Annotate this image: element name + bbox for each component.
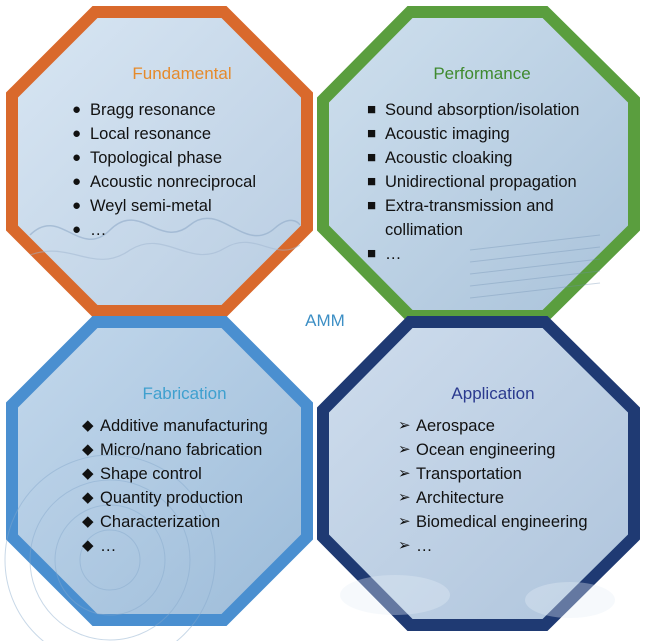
bullet-dot-icon: ● xyxy=(72,101,82,118)
list-item: ●… xyxy=(72,218,302,242)
list-item: ◆ Micro/nano fabrication xyxy=(82,438,307,462)
bullet-diamond-icon: ◆ xyxy=(82,513,94,530)
list-item: ◆ Additive manufacturing xyxy=(82,414,307,438)
fundamental-octagon xyxy=(6,6,313,317)
fundamental-list: ● Bragg resonance ● Local resonance ● Topol… xyxy=(72,98,302,242)
list-item: ● Bragg resonance xyxy=(72,98,302,122)
bullet-arrow-icon: ➢ xyxy=(398,417,411,434)
item-label: Unidirectional propagation xyxy=(385,173,577,191)
list-item: ■ Extra-transmission and xyxy=(367,194,617,218)
item-label: collimation xyxy=(385,221,463,239)
bullet-arrow-icon: ➢ xyxy=(398,537,411,554)
fabrication-spiral-decoration xyxy=(4,454,216,641)
performance-content: Performance ■ Sound absorption/isolation … xyxy=(367,64,617,266)
list-item: ◆ Quantity production xyxy=(82,486,307,510)
list-item: ◆… xyxy=(82,534,307,558)
list-item: ● Local resonance xyxy=(72,122,302,146)
bullet-square-icon: ■ xyxy=(367,173,377,190)
list-item: ■ Sound absorption/isolation xyxy=(367,98,617,122)
item-label: Topological phase xyxy=(90,149,223,167)
list-item: ■ Unidirectional propagation xyxy=(367,170,617,194)
fundamental-title: Fundamental xyxy=(132,64,232,83)
item-label: … xyxy=(100,537,117,555)
item-label: … xyxy=(90,221,107,239)
list-item: ➢ Architecture xyxy=(398,486,628,510)
list-item: ◆ Characterization xyxy=(82,510,307,534)
item-label: Characterization xyxy=(100,513,221,531)
bullet-square-icon: ■ xyxy=(367,245,377,262)
list-item: ● Acoustic nonreciprocal xyxy=(72,170,302,194)
item-label: Aerospace xyxy=(416,417,495,435)
bullet-dot-icon: ● xyxy=(72,149,82,166)
bullet-arrow-icon: ➢ xyxy=(398,441,411,458)
bullet-dot-icon: ● xyxy=(72,125,82,142)
item-label: Extra-transmission and xyxy=(385,197,554,215)
item-label: … xyxy=(385,245,402,263)
item-label: Weyl semi-metal xyxy=(90,197,212,215)
list-item-continuation: collimation xyxy=(367,218,617,242)
bullet-arrow-icon: ➢ xyxy=(398,489,411,506)
fabrication-content: Fabrication ◆ Additive manufacturing ◆ Mic… xyxy=(82,384,307,558)
application-title: Application xyxy=(451,384,535,403)
item-label: Ocean engineering xyxy=(416,441,556,459)
bullet-diamond-icon: ◆ xyxy=(82,441,94,458)
list-item: ➢… xyxy=(398,534,628,558)
list-item: ◆ Shape control xyxy=(82,462,307,486)
list-item: ➢ Ocean engineering xyxy=(398,438,628,462)
fundamental-wave-decoration xyxy=(29,217,301,240)
fabrication-list: ◆ Additive manufacturing ◆ Micro/nano fabr… xyxy=(82,414,307,558)
bullet-arrow-icon: ➢ xyxy=(398,465,411,482)
fabrication-panel xyxy=(4,316,313,641)
performance-list: ■ Sound absorption/isolation ■ Acoustic im… xyxy=(367,98,617,266)
bullet-arrow-icon: ➢ xyxy=(398,513,411,530)
bullet-diamond-icon: ◆ xyxy=(82,489,94,506)
application-decoration xyxy=(340,575,615,618)
bullet-square-icon: ■ xyxy=(367,125,377,142)
list-item: ■ Acoustic cloaking xyxy=(367,146,617,170)
performance-layers-decoration xyxy=(469,234,601,299)
list-item: ➢ Aerospace xyxy=(398,414,628,438)
fabrication-title: Fabrication xyxy=(142,384,227,403)
item-label: Sound absorption/isolation xyxy=(385,101,580,119)
bullet-dot-icon: ● xyxy=(72,173,82,190)
list-item: ➢ Transportation xyxy=(398,462,628,486)
bullet-dot-icon: ● xyxy=(72,221,82,238)
bullet-diamond-icon: ◆ xyxy=(82,417,94,434)
performance-title: Performance xyxy=(433,64,531,83)
list-item: ■ Acoustic imaging xyxy=(367,122,617,146)
bullet-diamond-icon: ◆ xyxy=(82,465,94,482)
item-label: Micro/nano fabrication xyxy=(100,441,263,459)
application-octagon xyxy=(317,316,640,631)
fundamental-content: Fundamental ● Bragg resonance ● Local reso… xyxy=(72,64,302,242)
list-item: ● Topological phase xyxy=(72,146,302,170)
item-label: Architecture xyxy=(416,489,505,507)
item-label: Biomedical engineering xyxy=(416,513,588,531)
fabrication-octagon xyxy=(6,316,313,626)
bullet-dot-icon: ● xyxy=(72,197,82,214)
fundamental-wave-decoration-2 xyxy=(29,241,301,260)
item-label: Additive manufacturing xyxy=(100,417,268,435)
bullet-square-icon: ■ xyxy=(367,149,377,166)
bullet-diamond-icon: ◆ xyxy=(82,537,94,554)
item-label: … xyxy=(416,537,433,555)
item-label: Transportation xyxy=(416,465,522,483)
item-label: Acoustic imaging xyxy=(385,125,510,143)
item-label: Acoustic nonreciprocal xyxy=(90,173,256,191)
list-item: ➢ Biomedical engineering xyxy=(398,510,628,534)
bullet-square-icon: ■ xyxy=(367,197,377,214)
item-label: Acoustic cloaking xyxy=(385,149,513,167)
fundamental-panel xyxy=(6,6,313,317)
center-label-amm: AMM xyxy=(305,311,345,330)
application-content: Application ➢ Aerospace ➢ Ocean engineerin… xyxy=(398,384,628,558)
item-label: Shape control xyxy=(100,465,202,483)
application-list: ➢ Aerospace ➢ Ocean engineering ➢ Transport… xyxy=(398,414,628,558)
list-item: ● Weyl semi-metal xyxy=(72,194,302,218)
item-label: Local resonance xyxy=(90,125,212,143)
bullet-square-icon: ■ xyxy=(367,101,377,118)
list-item: ■… xyxy=(367,242,617,266)
application-panel xyxy=(317,316,640,631)
item-label: Quantity production xyxy=(100,489,244,507)
item-label: Bragg resonance xyxy=(90,101,216,119)
